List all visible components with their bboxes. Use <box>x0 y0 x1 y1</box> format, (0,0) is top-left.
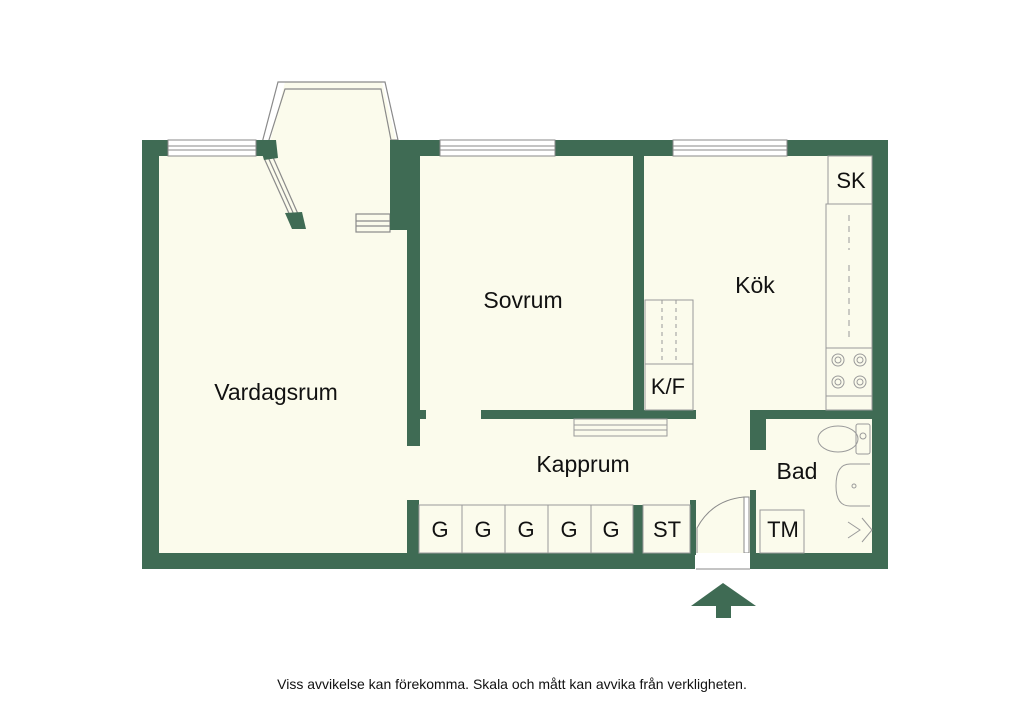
room-label-vardagsrum: Vardagsrum <box>214 379 338 405</box>
floor-area <box>158 82 872 553</box>
room-label-kok: Kök <box>735 272 775 298</box>
wardrobe-label: G <box>602 517 619 542</box>
fixture-label-kf: K/F <box>651 374 685 399</box>
wardrobe-label: G <box>560 517 577 542</box>
wardrobe-label: G <box>517 517 534 542</box>
wardrobe-label: G <box>431 517 448 542</box>
room-label-sovrum: Sovrum <box>483 287 562 313</box>
windows <box>167 139 788 157</box>
walls <box>142 140 888 569</box>
entrance-arrow-icon <box>691 583 756 618</box>
fixture-label-tm: TM <box>767 517 799 542</box>
room-label-kapprum: Kapprum <box>536 451 629 477</box>
fixture-label-st: ST <box>653 517 681 542</box>
fixtures <box>418 155 873 554</box>
fixture-label-sk: SK <box>836 168 866 193</box>
disclaimer-text: Viss avvikelse kan förekomma. Skala och … <box>277 676 747 692</box>
room-label-bad: Bad <box>777 458 818 484</box>
wardrobe-label: G <box>474 517 491 542</box>
